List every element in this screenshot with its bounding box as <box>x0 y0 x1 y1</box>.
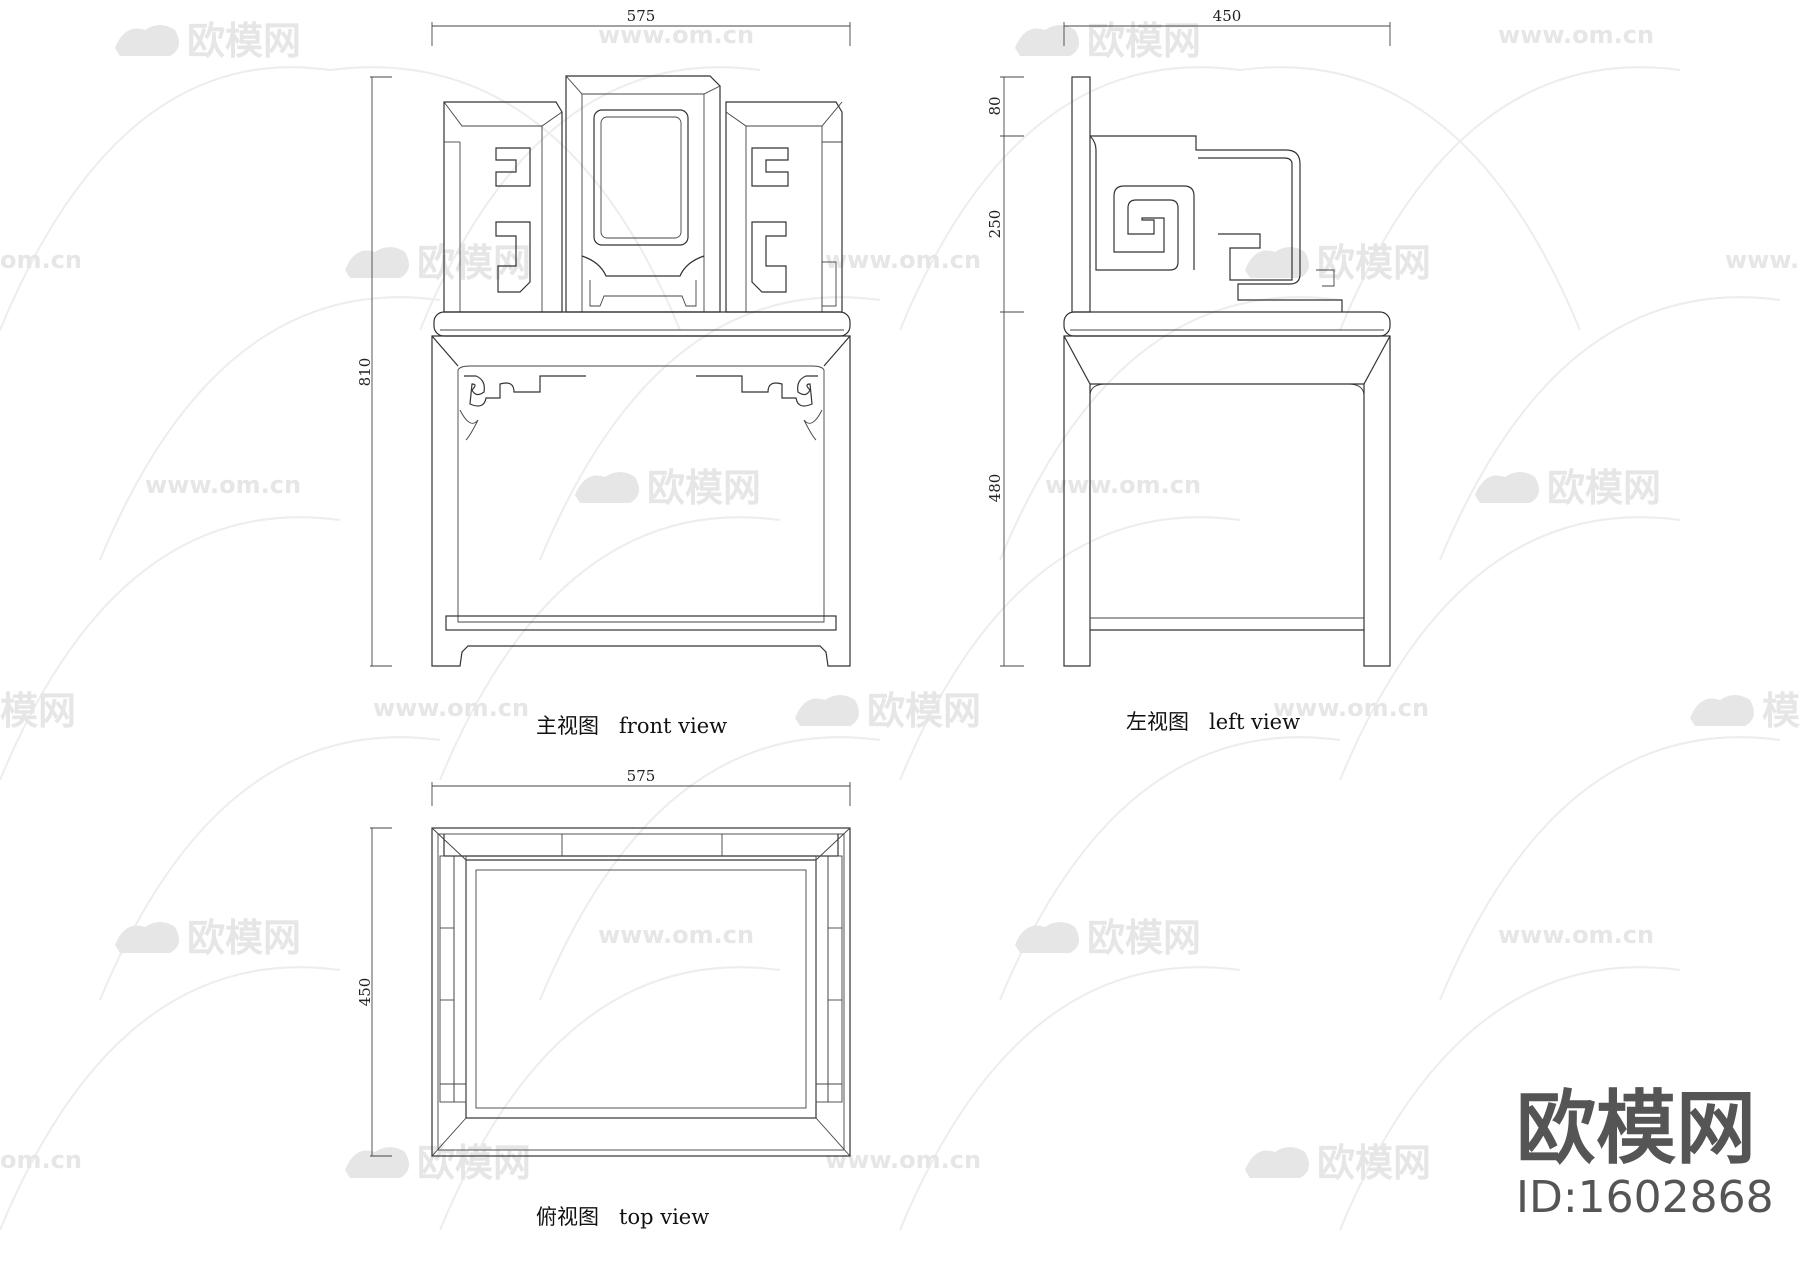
sofa-icon <box>1015 922 1079 953</box>
watermark-arcs <box>0 66 1781 1231</box>
watermark-logo-text: 欧模网 <box>1317 1141 1431 1185</box>
watermark-logo: 模网 <box>0 689 76 733</box>
top-view-caption: 俯视图 top view <box>536 1205 709 1229</box>
brand-logo-text: 欧模网 <box>1516 1082 1756 1175</box>
watermark-logo-text: 欧模网 <box>647 466 761 510</box>
watermark-logo: 欧模网 <box>115 916 301 960</box>
watermark-url: www.om.cn <box>1725 246 1800 274</box>
watermark-logo-text: 欧模网 <box>1317 241 1431 285</box>
front-width-dimension: 575 <box>431 7 851 46</box>
left-dim-top-label: 80 <box>986 96 1004 115</box>
watermark-url: om.cn <box>0 246 82 274</box>
watermark-url: om.cn <box>0 1146 82 1174</box>
watermark-url: www.om.cn <box>1045 471 1201 499</box>
left-chair-drawing <box>1063 76 1391 667</box>
watermark-logo-text: 欧模网 <box>187 916 301 960</box>
sofa-icon <box>1475 472 1539 503</box>
watermark-url: www.om.cn <box>1273 694 1429 722</box>
watermark-logo: 欧模网 <box>345 241 531 285</box>
top-chair-drawing <box>431 827 851 1157</box>
watermark-logo: 欧模网 <box>1475 466 1661 510</box>
watermark-logo: 欧模网 <box>795 689 981 733</box>
watermark-url: www.om.cn <box>145 471 301 499</box>
watermark-logo-text: 欧模网 <box>417 1141 531 1185</box>
watermark-url: www.om.cn <box>373 694 529 722</box>
sofa-icon <box>1690 695 1754 726</box>
watermark-logo-text: 欧模网 <box>187 19 301 63</box>
watermark-logo-text: 欧模网 <box>1547 466 1661 510</box>
watermark-logo: 欧模网 <box>1245 241 1431 285</box>
brand-id-text: ID:1602868 <box>1516 1172 1774 1223</box>
left-view-caption: 左视图 left view <box>1126 710 1300 734</box>
sofa-icon <box>575 472 639 503</box>
watermark-logo-text: 欧模网 <box>1087 916 1201 960</box>
watermark-logo-text: 模网 <box>0 689 76 733</box>
watermark-logo-text: 模网 <box>1762 689 1800 733</box>
front-view: 575 810 <box>356 7 851 738</box>
front-width-label: 575 <box>627 7 656 25</box>
front-view-caption: 主视图 front view <box>536 714 727 738</box>
sofa-icon <box>115 922 179 953</box>
front-height-label: 810 <box>356 358 374 387</box>
watermark-url: www.om.cn <box>1498 21 1654 49</box>
sofa-icon <box>345 247 409 278</box>
watermark-logo-text: 欧模网 <box>867 689 981 733</box>
left-dim-bottom-label: 480 <box>986 474 1004 503</box>
watermark-layer: 欧模网 欧模网 欧模网 欧模网 欧模网 欧模网 欧模网 模网 <box>0 19 1800 1231</box>
sofa-icon <box>795 695 859 726</box>
watermark-url: www.om.cn <box>598 921 754 949</box>
watermark-logo: 欧模网 <box>1245 1141 1431 1185</box>
brand-block: 欧模网 ID:1602868 <box>1516 1082 1774 1223</box>
left-depth-label: 450 <box>1213 7 1242 25</box>
left-dim-middle-label: 250 <box>986 210 1004 239</box>
sofa-icon <box>1015 25 1079 56</box>
watermark-url: www.om.cn <box>598 21 754 49</box>
sofa-icon <box>1245 1147 1309 1178</box>
watermark-url: www.om.cn <box>825 246 981 274</box>
top-depth-dimension: 450 <box>356 827 392 1157</box>
left-height-dimensions: 80 250 480 <box>986 76 1024 667</box>
front-chair-drawing <box>431 75 851 667</box>
watermark-logo-text: 欧模网 <box>417 241 531 285</box>
watermark-url: www.om.cn <box>1498 921 1654 949</box>
watermark-logo: 欧模网 <box>575 466 761 510</box>
sofa-icon <box>115 25 179 56</box>
top-view: 575 450 <box>356 767 851 1229</box>
watermark-logo: 模网 <box>1690 689 1800 733</box>
sofa-icon <box>1245 247 1309 278</box>
watermark-logo: 欧模网 <box>1015 916 1201 960</box>
front-height-dimension: 810 <box>356 76 392 667</box>
sofa-icon <box>345 1147 409 1178</box>
top-depth-label: 450 <box>356 978 374 1007</box>
watermark-logo: 欧模网 <box>115 19 301 63</box>
left-depth-dimension: 450 <box>1063 7 1391 46</box>
top-width-label: 575 <box>627 767 656 785</box>
watermark-url: www.om.cn <box>825 1146 981 1174</box>
top-width-dimension: 575 <box>431 767 851 806</box>
left-view: 450 80 250 480 <box>986 7 1391 734</box>
watermark-logo: 欧模网 <box>345 1141 531 1185</box>
